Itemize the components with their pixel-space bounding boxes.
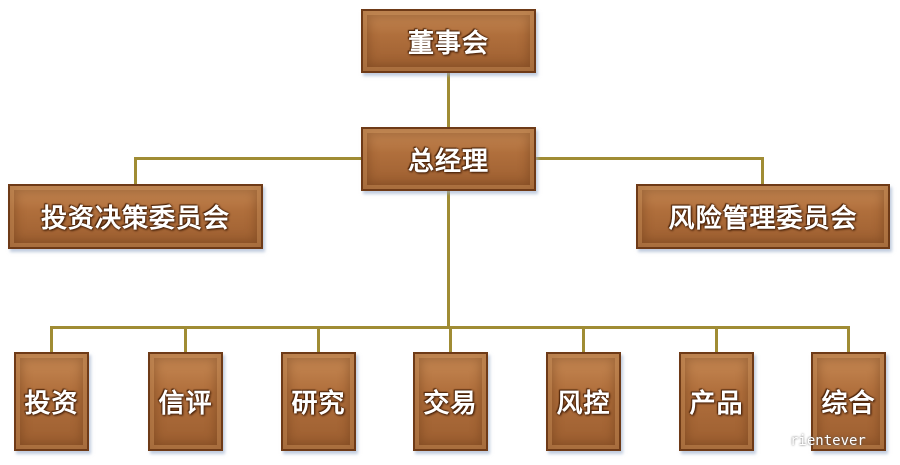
- connector-right-committee: [761, 157, 764, 185]
- department-label: 信评: [158, 389, 213, 419]
- board-label: 董事会: [407, 28, 489, 59]
- general-manager-node: 总经理: [361, 127, 536, 191]
- watermark: rientever: [790, 433, 866, 449]
- department-node: 产品: [679, 352, 754, 451]
- department-label: 交易: [423, 389, 478, 419]
- connector-board-gm: [447, 72, 450, 129]
- department-node: 综合: [811, 352, 886, 451]
- department-label: 产品: [689, 389, 744, 419]
- department-node: 交易: [413, 352, 488, 451]
- connector-dept: [847, 326, 850, 353]
- investment-committee-label: 投资决策委员会: [40, 204, 230, 234]
- department-label: 研究: [291, 389, 346, 419]
- investment-committee-node: 投资决策委员会: [8, 184, 263, 249]
- gm-label: 总经理: [407, 146, 489, 177]
- department-node: 信评: [148, 352, 223, 451]
- department-label: 风控: [556, 389, 611, 419]
- connector-dept: [715, 326, 718, 353]
- connector-dept: [449, 326, 452, 353]
- department-node: 风控: [546, 352, 621, 451]
- connector-dept: [184, 326, 187, 353]
- department-node: 研究: [281, 352, 356, 451]
- connector-dept: [50, 326, 53, 353]
- board-node: 董事会: [361, 9, 536, 73]
- connector-dept: [582, 326, 585, 353]
- connector-left-committee: [134, 157, 137, 185]
- connector-dept: [317, 326, 320, 353]
- department-label: 综合: [821, 389, 876, 419]
- risk-committee-node: 风险管理委员会: [636, 184, 890, 249]
- connector-gm-departments: [447, 190, 450, 328]
- department-label: 投资: [24, 389, 79, 419]
- risk-committee-label: 风险管理委员会: [668, 204, 858, 234]
- department-node: 投资: [14, 352, 89, 451]
